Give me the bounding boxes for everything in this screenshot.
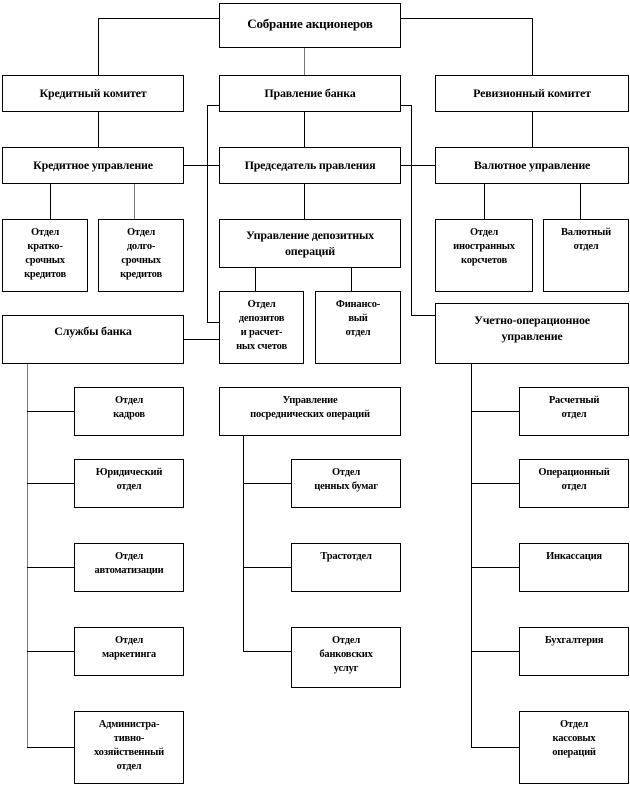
- connector: [400, 18, 533, 75]
- node-label: Отдел: [469, 227, 499, 238]
- node-label: Управление: [282, 395, 338, 406]
- node-label: долго-: [126, 241, 156, 252]
- node-hr: Отдел кадров: [74, 387, 184, 436]
- node-label: ценных бумаг: [314, 481, 378, 492]
- node-label: иностранных: [453, 241, 515, 252]
- node-label: услуг: [333, 663, 359, 674]
- node-label: Бухгалтерия: [544, 635, 604, 646]
- node-label: Инкассация: [546, 551, 602, 562]
- node-label: Операционный: [538, 467, 610, 478]
- node-label: Юридический: [95, 467, 163, 478]
- node-label: посреднических операций: [250, 409, 370, 420]
- node-currency-department: Валютное управление: [435, 147, 629, 184]
- node-label: Правление банка: [264, 86, 356, 100]
- node-label: управление: [501, 329, 563, 343]
- node-label: Отдел: [30, 227, 60, 238]
- node-chairman: Председатель правления: [219, 147, 401, 184]
- node-label: Отдел: [331, 635, 361, 646]
- connector: [400, 105, 435, 316]
- node-automation: Отдел автоматизации: [74, 543, 184, 592]
- node-label: Председатель правления: [244, 158, 376, 172]
- node-currency-division: Валютный отдел: [543, 219, 629, 292]
- node-bank-services: Службы банка: [2, 315, 184, 364]
- node-intermediary: Управление посреднических операций: [219, 387, 401, 436]
- connector: [471, 363, 519, 748]
- node-collection: Инкассация: [519, 543, 629, 592]
- node-label: депозитов: [238, 313, 285, 324]
- node-deposit-management: Управление депозитных операций: [219, 219, 401, 268]
- node-label: Администра-: [98, 719, 160, 730]
- node-operational: Операционный отдел: [519, 459, 629, 508]
- node-label: кредитов: [120, 269, 162, 280]
- node-label: Отдел: [114, 551, 144, 562]
- node-label: отдел: [561, 481, 587, 492]
- node-label: Трастотдел: [320, 551, 372, 562]
- node-label: операций: [552, 747, 596, 758]
- connector: [243, 435, 291, 652]
- node-label: Валютное управление: [473, 158, 591, 172]
- node-deposits-accounts: Отдел депозитов и расчет-ных счетов: [219, 291, 304, 364]
- node-trust: Трастотдел: [291, 543, 401, 592]
- node-label: кассовых: [552, 733, 596, 744]
- node-label: отдел: [573, 241, 599, 252]
- node-admin: Администра-тивно-хозяйственный отдел: [74, 711, 184, 784]
- node-label: кратко-: [27, 241, 63, 252]
- node-shareholders: Собрание акционеров: [219, 3, 401, 48]
- node-label: и расчет-: [240, 327, 283, 338]
- node-label: кредитов: [24, 269, 66, 280]
- node-label: отдел: [116, 481, 142, 492]
- node-accounting-operations: Учетно-операционное управление: [435, 303, 629, 364]
- node-label: тивно-: [113, 733, 145, 744]
- node-long-term-credits: Отдел долго-срочных кредитов: [98, 219, 184, 292]
- node-label: отдел: [561, 409, 587, 420]
- node-label: ных счетов: [236, 341, 287, 352]
- node-label: маркетинга: [102, 649, 156, 660]
- connector: [27, 411, 74, 748]
- node-foreign-corr-accounts: Отдел иностранных корсчетов: [435, 219, 533, 292]
- node-label: Учетно-операционное: [474, 313, 590, 327]
- node-credit-department: Кредитное управление: [2, 147, 184, 184]
- node-label: Финансо-: [335, 299, 381, 310]
- node-label: Собрание акционеров: [247, 16, 373, 31]
- node-label: Отдел: [114, 635, 144, 646]
- node-label: Валютный: [561, 227, 611, 238]
- node-label: операций: [284, 244, 336, 258]
- node-label: банковских: [319, 649, 373, 660]
- node-securities: Отдел ценных бумаг: [291, 459, 401, 508]
- node-label: Отдел: [126, 227, 156, 238]
- node-cash-operations: Отдел кассовых операций: [519, 711, 629, 784]
- node-label: отдел: [345, 327, 371, 338]
- node-label: Кредитное управление: [33, 158, 153, 172]
- node-label: хозяйственный: [94, 747, 164, 758]
- node-label: срочных: [121, 255, 161, 266]
- node-audit-committee: Ревизионный комитет: [435, 75, 629, 112]
- node-label: Отдел: [559, 719, 589, 730]
- node-label: Отдел: [114, 395, 144, 406]
- node-label: Ревизионный комитет: [473, 86, 591, 100]
- node-short-term-credits: Отдел кратко-срочных кредитов: [2, 219, 88, 292]
- node-label: срочных: [25, 255, 65, 266]
- connector: [207, 105, 219, 323]
- node-settlement: Расчетный отдел: [519, 387, 629, 436]
- node-label: автоматизации: [94, 565, 164, 576]
- node-label: Службы банка: [54, 324, 132, 338]
- node-credit-committee: Кредитный комитет: [2, 75, 184, 112]
- node-label: Кредитный комитет: [39, 86, 147, 100]
- node-label: Расчетный: [548, 395, 600, 406]
- node-board: Правление банка: [219, 75, 401, 112]
- node-label: Отдел: [331, 467, 361, 478]
- node-financial: Финансо-вый отдел: [315, 291, 401, 364]
- node-banking-services: Отдел банковских услуг: [291, 627, 401, 688]
- node-marketing: Отдел маркетинга: [74, 627, 184, 676]
- node-label: корсчетов: [461, 255, 507, 266]
- connector: [98, 18, 219, 75]
- node-label: вый: [348, 313, 368, 324]
- node-label: кадров: [113, 409, 145, 420]
- node-label: Отдел: [247, 299, 276, 310]
- node-bookkeeping: Бухгалтерия: [519, 627, 629, 676]
- node-label: Управление депозитных: [246, 228, 374, 242]
- node-label: отдел: [116, 761, 142, 772]
- node-legal: Юридический отдел: [74, 459, 184, 508]
